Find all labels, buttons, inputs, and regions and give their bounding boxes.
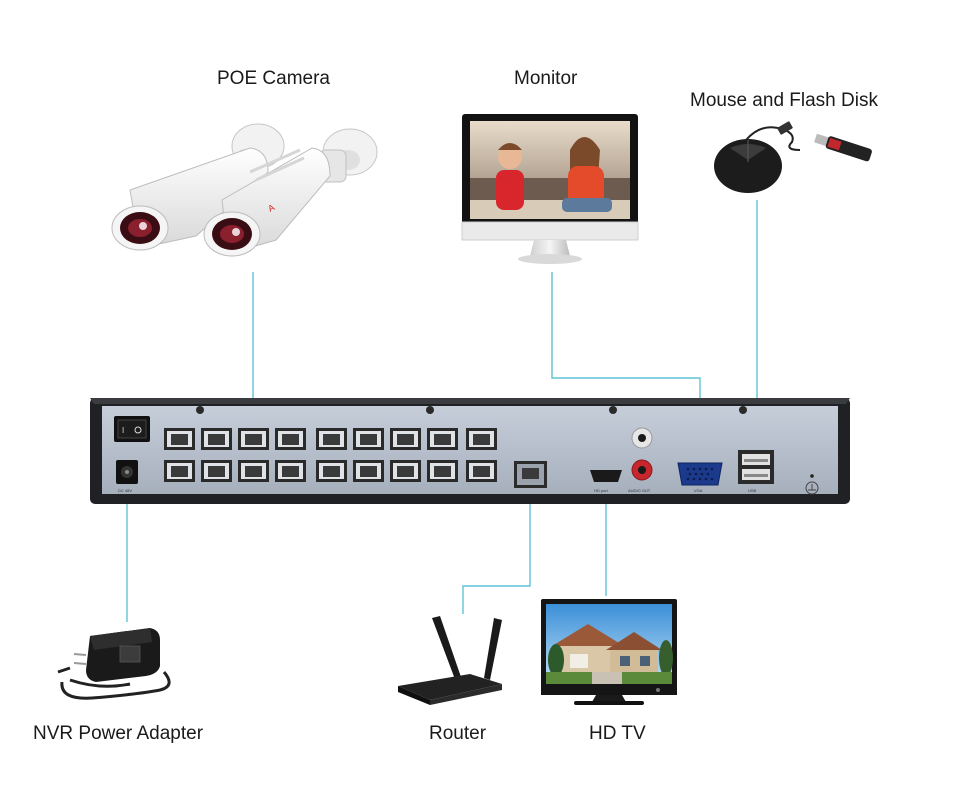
svg-text:I: I bbox=[122, 426, 124, 435]
hdtv-icon bbox=[541, 599, 677, 705]
rj45-port bbox=[164, 460, 195, 482]
svg-text:A: A bbox=[266, 202, 276, 214]
rj45-port bbox=[238, 460, 269, 482]
camera-rear bbox=[111, 123, 285, 251]
rj45-port bbox=[466, 428, 497, 450]
router-label: Router bbox=[429, 723, 487, 744]
rj45-port bbox=[275, 460, 306, 482]
rj45-port bbox=[164, 428, 195, 450]
rj45-port bbox=[316, 428, 347, 450]
monitor-label: Monitor bbox=[514, 68, 578, 89]
router-icon bbox=[398, 616, 502, 705]
mouse-flash-icon bbox=[714, 121, 872, 193]
rj45-port bbox=[353, 428, 384, 450]
usb-label: USB bbox=[748, 488, 757, 493]
poe-camera-icon: A bbox=[111, 123, 378, 257]
audio-out-label: AUDIO OUT bbox=[628, 488, 651, 493]
poe-camera-label: POE Camera bbox=[217, 68, 330, 89]
vga-label: VGA bbox=[694, 488, 703, 493]
router-connector-line bbox=[462, 478, 531, 614]
rj45-port bbox=[390, 428, 421, 450]
nvr-icon: I DC 48V HD port AUDIO OUT VGA bbox=[90, 398, 850, 504]
rj45-port bbox=[238, 428, 269, 450]
power-adapter-icon bbox=[57, 628, 171, 700]
rj45-port-grid bbox=[164, 428, 497, 482]
hdmi-label: HD port bbox=[594, 488, 609, 493]
rj45-port bbox=[201, 428, 232, 450]
rj45-port bbox=[427, 460, 458, 482]
rj45-port bbox=[201, 460, 232, 482]
power-adapter-label: NVR Power Adapter bbox=[33, 723, 204, 744]
power-port-label: DC 48V bbox=[118, 488, 132, 493]
mouse-flash-label: Mouse and Flash Disk bbox=[690, 90, 878, 111]
rj45-port bbox=[275, 428, 306, 450]
rj45-port bbox=[316, 460, 347, 482]
rj45-port bbox=[466, 460, 497, 482]
camera-front: A bbox=[203, 128, 378, 257]
rj45-port bbox=[427, 428, 458, 450]
monitor-icon bbox=[461, 114, 639, 264]
hdtv-label: HD TV bbox=[589, 723, 646, 744]
rj45-port bbox=[390, 460, 421, 482]
rj45-port bbox=[353, 460, 384, 482]
